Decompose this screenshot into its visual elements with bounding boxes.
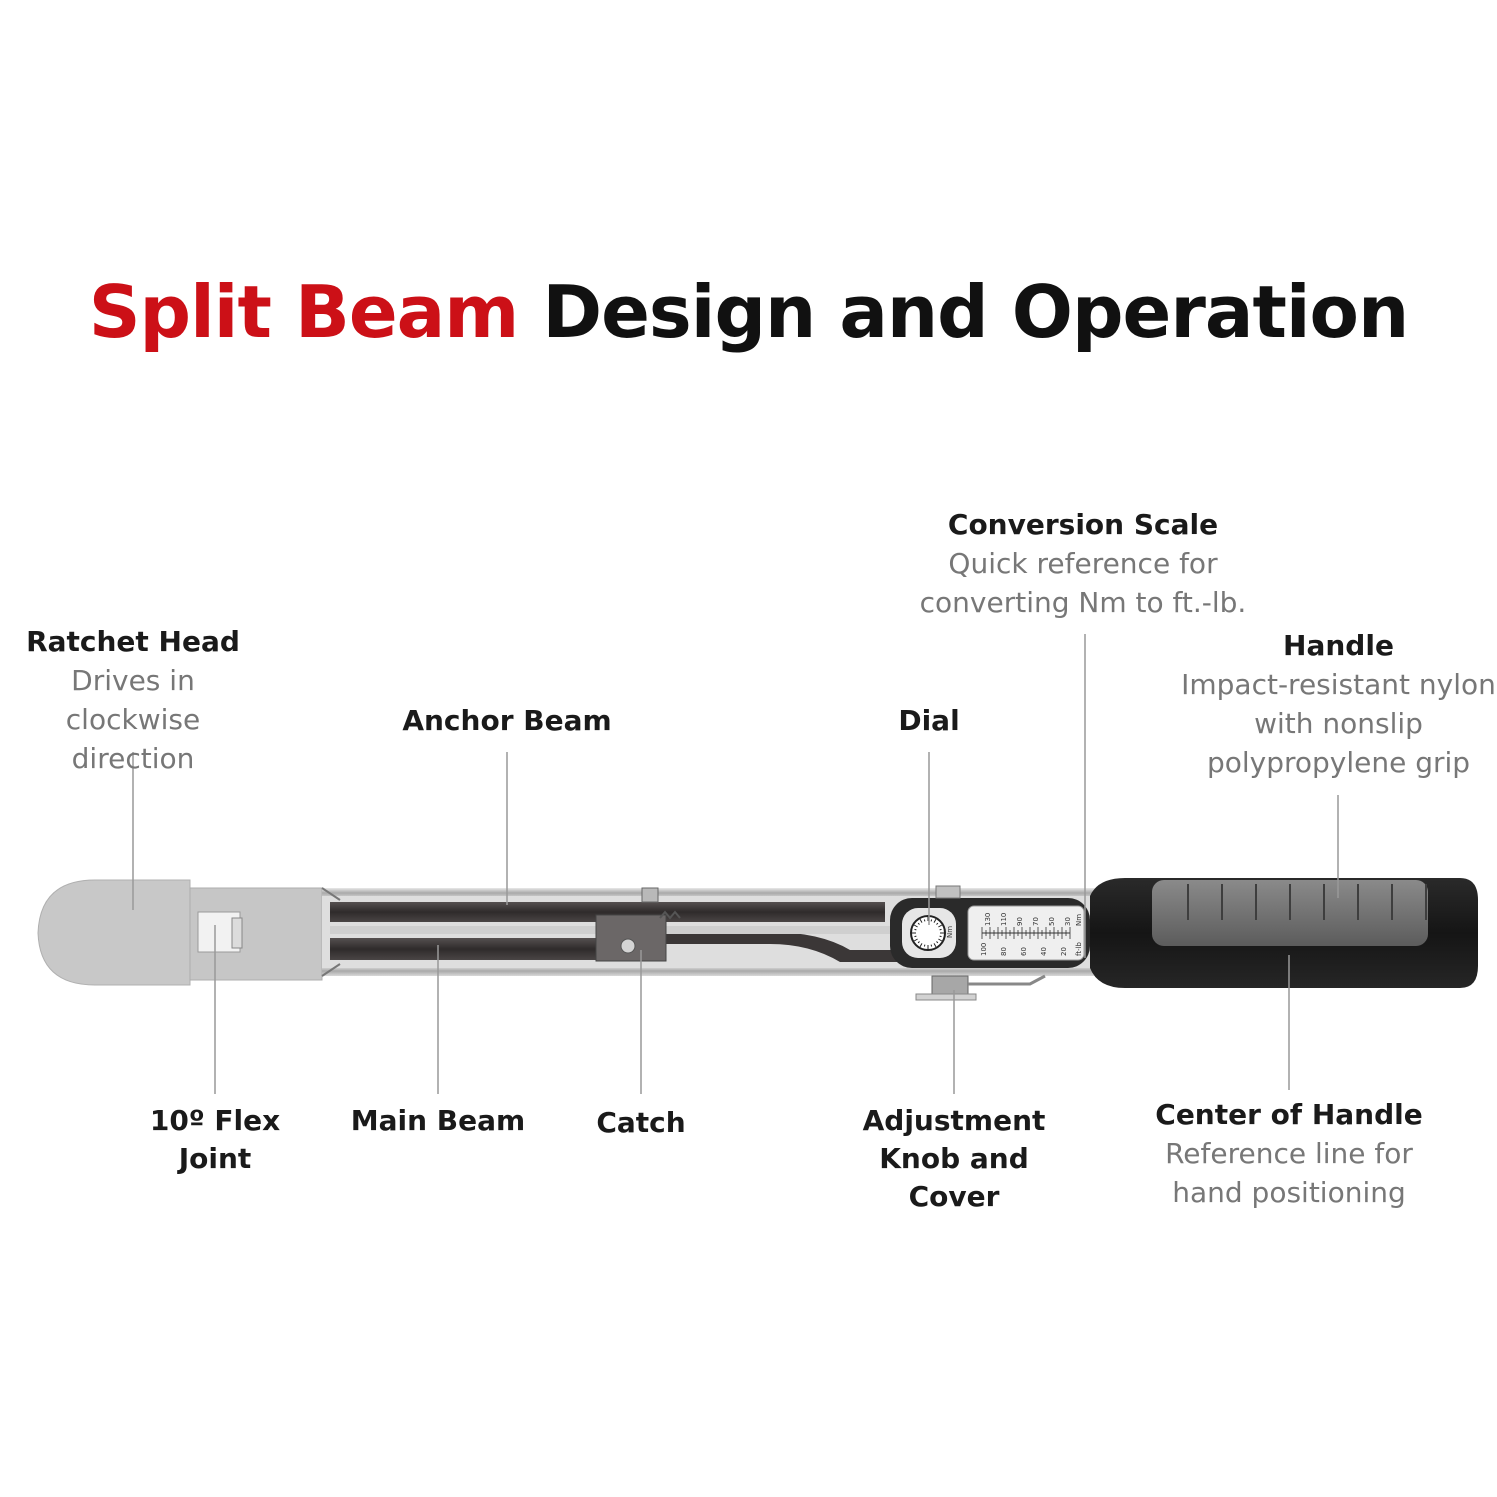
dial-unit-text: Nm [946,926,954,938]
label-handle-desc: Impact-resistant nylon with nonslip poly… [1181,668,1496,779]
scale-ftlb-label: 20 [1060,947,1068,956]
label-dial: Dial [870,702,988,740]
page-title: Split Beam Design and Operation [0,270,1497,354]
scale-unit-ftlb: ft-lb [1075,941,1083,956]
frame-clip-left [321,887,341,977]
label-flex-joint: 10º Flex Joint [130,1102,300,1178]
label-anchor-beam-heading: Anchor Beam [402,704,612,737]
label-adjustment-knob: Adjustment Knob and Cover [858,1102,1050,1216]
label-dial-heading: Dial [898,704,960,737]
dial-tick [913,924,918,928]
label-center-of-handle-desc: Reference line for hand positioning [1165,1137,1413,1209]
dial-tick [938,938,943,942]
label-conversion-scale-desc: Quick reference for converting Nm to ft.… [919,547,1247,619]
frame-bottom-rail [322,966,1112,976]
dial-tick [939,935,942,938]
dial-tick [914,935,917,938]
frame-top-rail [322,888,1112,898]
scale-nm-label: 30 [1064,917,1072,926]
catch-body [595,914,667,962]
dial-tick [913,938,918,942]
dial-tick [919,943,923,948]
label-main-beam-heading: Main Beam [350,1104,526,1137]
adjustment-cover-arm [968,974,1046,986]
label-ratchet-head-heading: Ratchet Head [26,625,240,658]
scale-ftlb-label: 40 [1040,947,1048,956]
title-accent: Split Beam [88,270,520,354]
flex-joint-pin [231,917,243,949]
scale-nm-label: 90 [1016,917,1024,926]
label-adjustment-knob-heading: Adjustment Knob and Cover [862,1104,1046,1213]
dial-tick [923,919,926,922]
main-beam-tail [660,932,900,962]
scale-nm-label: 110 [1000,913,1008,926]
label-main-beam: Main Beam [338,1102,538,1140]
label-conversion-scale: Conversion Scale Quick reference for con… [912,506,1254,622]
main-beam [330,938,600,960]
dial-tick [933,918,937,923]
dial-tick [917,941,920,944]
dial-tick [938,924,943,928]
ratchet-head [37,879,191,986]
label-anchor-beam: Anchor Beam [382,702,632,740]
scale-nm-label: 70 [1032,917,1040,926]
label-catch-heading: Catch [596,1106,686,1139]
label-flex-joint-heading: 10º Flex Joint [149,1104,281,1175]
catch-spring [659,910,681,920]
scale-nm-label: 130 [984,913,992,926]
scale-unit-nm: Nm [1075,914,1083,926]
dial-tick [919,918,923,923]
dial-tick [933,943,937,948]
dial-tick [939,928,942,931]
label-handle-heading: Handle [1283,629,1394,662]
catch-screw [641,887,659,903]
scale-ftlb-label: 100 [980,943,988,956]
dial-screw [935,885,961,899]
anchor-beam [330,902,885,922]
handle-grip-ridges [1187,884,1427,920]
label-conversion-scale-heading: Conversion Scale [947,508,1219,541]
dial-tick [930,944,933,947]
adjustment-knob-base [915,993,977,1001]
title-rest: Design and Operation [518,270,1409,354]
label-handle: Handle Impact-resistant nylon with nonsl… [1180,627,1497,782]
scale-ftlb-label: 80 [1000,947,1008,956]
label-center-of-handle-heading: Center of Handle [1155,1098,1423,1131]
label-catch: Catch [580,1104,702,1142]
dial-tick [923,944,926,947]
catch-pivot [620,938,636,954]
scale-nm-label: 50 [1048,917,1056,926]
dial-tick [914,928,917,931]
dial-tick [936,941,939,944]
dial-face [910,915,946,951]
dial-tick [936,922,939,925]
label-center-of-handle: Center of Handle Reference line for hand… [1140,1096,1438,1212]
dial-ticks [912,917,944,949]
dial-tick [930,919,933,922]
label-ratchet-head: Ratchet Head Drives in clockwise directi… [0,623,266,778]
dial-tick [917,922,920,925]
scale-ftlb-label: 60 [1020,947,1028,956]
label-ratchet-head-desc: Drives in clockwise direction [65,664,201,775]
